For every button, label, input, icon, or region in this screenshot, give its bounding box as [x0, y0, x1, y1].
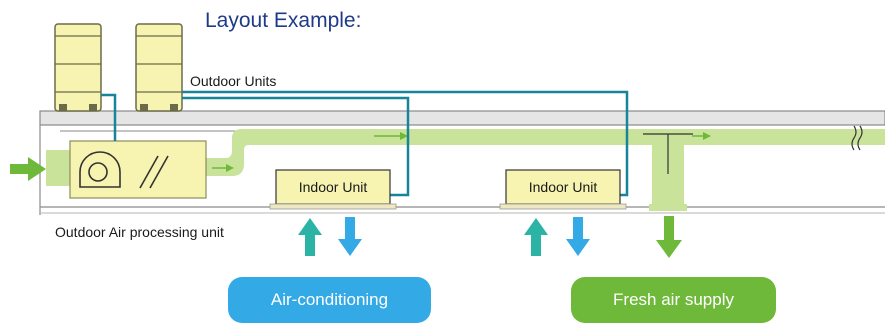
- supply-air-arrow-1: [338, 217, 362, 256]
- duct-flow-arrows: [212, 132, 711, 174]
- page-title: Layout Example:: [205, 9, 362, 32]
- return-air-arrow-1: [298, 218, 322, 256]
- fresh-air-inlet-arrow: [10, 157, 46, 181]
- return-air-arrow-2: [524, 218, 548, 256]
- break-symbol-icon: [851, 125, 863, 151]
- damper-icon: [139, 155, 169, 189]
- fresh-air-supply-arrow: [656, 216, 682, 258]
- fresh-air-supply-button[interactable]: Fresh air supply: [571, 277, 776, 323]
- processing-unit-label: Outdoor Air processing unit: [55, 224, 224, 240]
- inlet-duct: [46, 150, 70, 186]
- roof-structure: [39, 110, 885, 215]
- fan-icon: [79, 151, 121, 188]
- indoor-unit-2: [499, 169, 627, 210]
- outdoor-units-label: Outdoor Units: [190, 73, 277, 89]
- refrigerant-piping: [101, 90, 629, 197]
- air-conditioning-button[interactable]: Air-conditioning: [228, 277, 431, 323]
- indoor-unit-1: [269, 169, 397, 210]
- indoor-unit-1-label: Indoor Unit: [298, 179, 368, 195]
- outdoor-unit-2: [135, 23, 183, 112]
- processing-unit: [69, 140, 207, 199]
- supply-air-arrow-2: [566, 217, 590, 256]
- indoor-unit-2-label: Indoor Unit: [528, 179, 598, 195]
- outdoor-unit-1: [54, 23, 102, 112]
